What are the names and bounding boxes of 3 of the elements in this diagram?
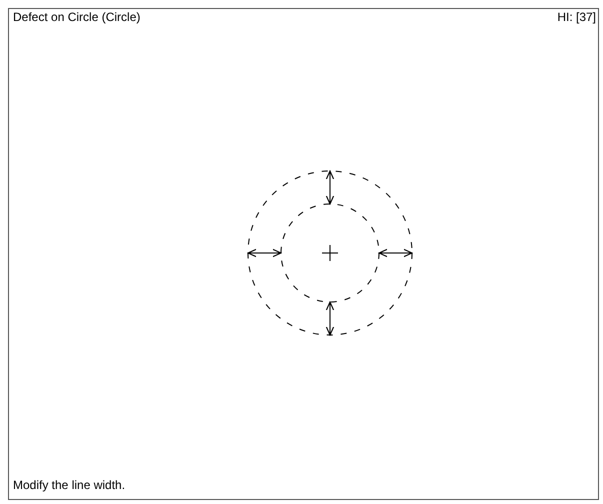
score-label: HI: [37]: [557, 10, 596, 24]
caption: Modify the line width.: [13, 478, 126, 492]
title: Defect on Circle (Circle): [13, 10, 140, 24]
